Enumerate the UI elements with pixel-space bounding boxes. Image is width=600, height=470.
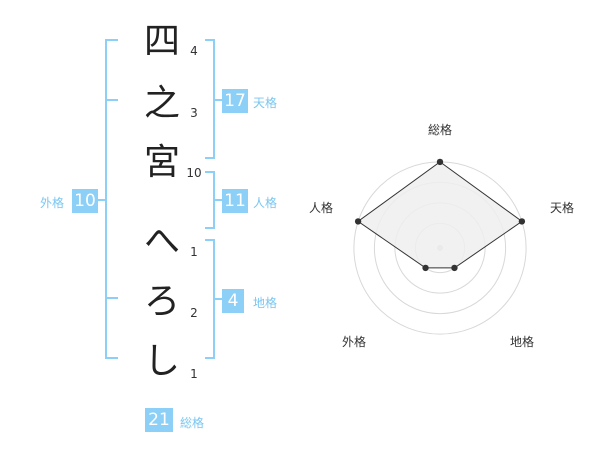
chikaku-value: 4 <box>222 289 244 313</box>
radar-label-gaikaku: 外格 <box>342 335 367 349</box>
soukaku-value: 21 <box>145 408 173 432</box>
tenkaku-value: 17 <box>222 89 248 113</box>
name-char-3: 宮 <box>143 142 180 183</box>
tenkaku-label: 天格 <box>253 96 278 110</box>
stroke-count-1: 4 <box>190 44 198 58</box>
jinkaku-value: 11 <box>222 189 248 213</box>
radar-point-chikaku <box>451 264 458 272</box>
chikaku-label: 地格 <box>253 296 278 310</box>
radar-label-soukaku: 総格 <box>428 123 453 137</box>
name-char-4: へ <box>143 221 180 262</box>
radar-point-gaikaku <box>422 264 429 272</box>
stroke-count-3: 10 <box>186 166 202 180</box>
stroke-count-2: 3 <box>190 106 198 120</box>
radar-polygon <box>357 161 523 269</box>
stroke-count-4: 1 <box>190 245 198 259</box>
name-char-1: 四 <box>143 21 180 62</box>
gaikaku-value: 10 <box>72 189 98 213</box>
radar-polygon-group <box>357 161 523 269</box>
radar-label-chikaku: 地格 <box>510 335 535 349</box>
radar-point-jinkaku <box>354 218 362 225</box>
name-char-5: ろ <box>143 281 180 322</box>
stroke-count-6: 1 <box>190 367 198 381</box>
radar-label-tenkaku: 天格 <box>550 201 575 215</box>
name-char-2: 之 <box>143 83 180 124</box>
name-char-6: し <box>143 341 180 382</box>
stroke-count-5: 2 <box>190 306 198 320</box>
soukaku-label: 総格 <box>180 416 205 430</box>
radar-label-jinkaku: 人格 <box>309 201 334 215</box>
radar-point-soukaku <box>436 158 444 166</box>
jinkaku-label: 人格 <box>253 196 278 210</box>
radar-point-tenkaku <box>518 218 526 225</box>
radar-points <box>354 158 526 272</box>
gaikaku-label: 外格 <box>40 196 65 210</box>
